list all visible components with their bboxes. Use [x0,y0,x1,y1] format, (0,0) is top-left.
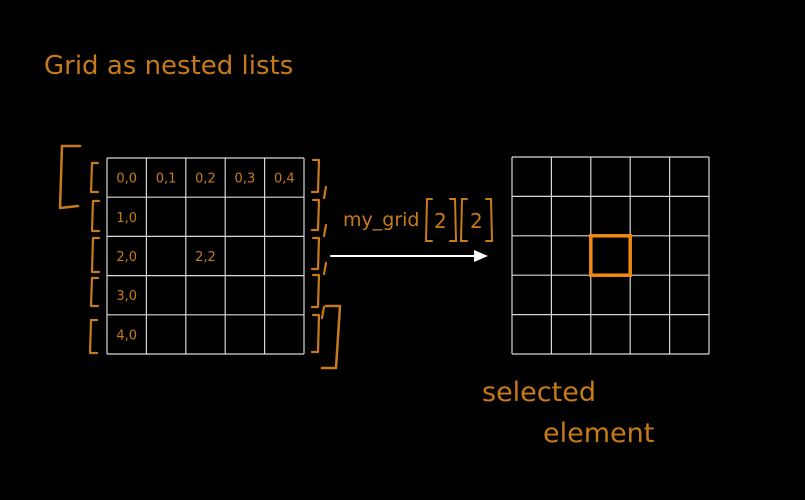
grid-cell-label: 2,2 [195,250,216,265]
row-brackets [88,158,328,355]
selection-arrow [330,250,488,262]
index-expression-name: my_grid [343,209,419,231]
outer-list-close-bracket [320,304,342,370]
caption-line-1: selected [482,377,596,408]
grid-cell-label: 0,4 [274,172,295,187]
left-grid [106,157,305,355]
right-grid [511,156,710,355]
grid-cell-label: 2,0 [116,250,137,265]
grid-cell-label: 0,2 [195,172,216,187]
diagram-title: Grid as nested lists [44,51,293,81]
index-2-value: 2 [470,209,483,233]
index-1-open-bracket [424,198,433,242]
index-1-close-bracket [449,198,458,242]
selected-cell-highlight [589,234,632,277]
grid-cell-label: 3,0 [116,289,137,304]
index-2-close-bracket [485,198,494,242]
outer-list-open-bracket [58,144,82,210]
grid-cell-label: 0,3 [235,172,256,187]
left-grid-labels: 0,0 0,1 0,2 0,3 0,4 1,0 2,0 2,2 3,0 4,0 [116,172,294,344]
grid-cell-label: 4,0 [116,328,137,343]
grid-cell-label: 1,0 [116,211,137,226]
grid-cell-label: 0,1 [156,172,177,187]
caption-line-2: element [543,418,654,449]
index-2-open-bracket [459,198,468,242]
index-1-value: 2 [434,209,447,233]
grid-cell-label: 0,0 [116,172,137,187]
